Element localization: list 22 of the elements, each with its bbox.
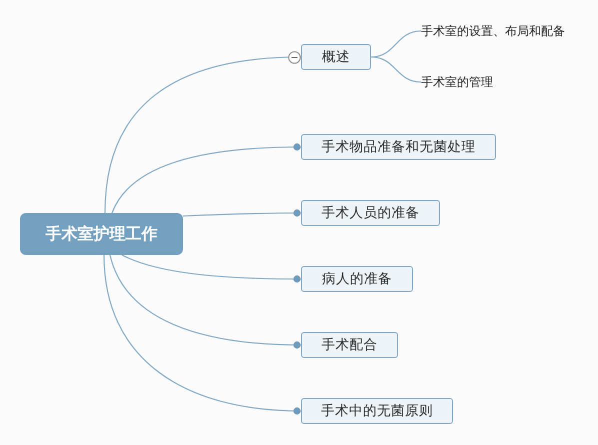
- central-topic-label: 手术室护理工作: [46, 224, 158, 244]
- topic-box: [301, 200, 440, 226]
- topic-box: [301, 44, 371, 70]
- topic-box: [301, 134, 496, 160]
- topic-label: 手术人员的准备: [322, 204, 420, 222]
- connector-line: [112, 143, 301, 214]
- central-topic-box: [20, 213, 183, 255]
- topic-box: [301, 266, 413, 292]
- topic-label: 手术配合: [322, 336, 378, 354]
- topic-box: [301, 332, 398, 358]
- topic-box: [301, 398, 453, 424]
- connector-line: [182, 209, 301, 217]
- connector-line: [122, 254, 301, 283]
- subtopic-label: 手术室的设置、布局和配备: [421, 23, 565, 39]
- topic-label: 概述: [322, 48, 350, 66]
- connector-line: [109, 254, 302, 349]
- connector-line: [103, 254, 302, 414]
- topic-label: 病人的准备: [322, 270, 392, 288]
- topic-label: 手术物品准备和无菌处理: [322, 138, 476, 156]
- subtopic-label: 手术室的管理: [421, 74, 493, 90]
- connector-line: [370, 56, 422, 83]
- topic-label: 手术中的无菌原则: [321, 402, 433, 420]
